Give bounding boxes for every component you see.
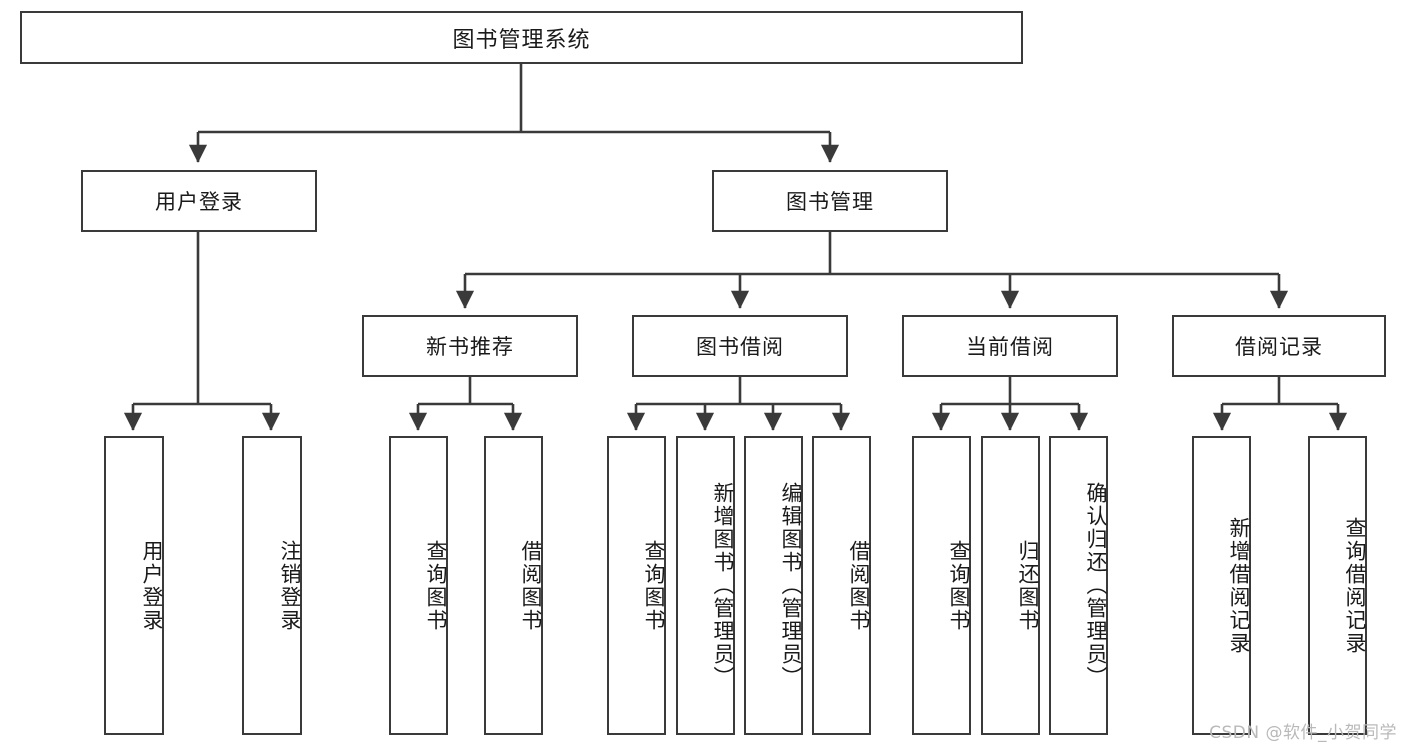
node-user-login[interactable]: 用户登录 (81, 170, 317, 232)
node-label: 新增图书（管理员） (711, 482, 735, 689)
node-current-borrow[interactable]: 当前借阅 (902, 315, 1118, 377)
node-label: 借阅记录 (1235, 335, 1323, 359)
watermark-text: CSDN @软件_小贺同学 (1209, 723, 1397, 743)
leaf-new-book-borrow[interactable]: 借阅图书 (484, 436, 543, 735)
leaf-book-borrow-add[interactable]: 新增图书（管理员） (676, 436, 735, 735)
node-label: 查询借阅记录 (1343, 516, 1367, 655)
node-new-book-recommend[interactable]: 新书推荐 (362, 315, 578, 377)
leaf-user-login-logout[interactable]: 注销登录 (242, 436, 302, 735)
node-label: 图书管理 (786, 190, 874, 214)
node-label: 用户登录 (140, 539, 164, 632)
node-label: 当前借阅 (966, 335, 1054, 359)
node-label: 借阅图书 (847, 539, 871, 632)
node-label: 归还图书 (1016, 539, 1040, 632)
leaf-borrow-record-add[interactable]: 新增借阅记录 (1192, 436, 1251, 735)
leaf-current-borrow-return[interactable]: 归还图书 (981, 436, 1040, 735)
node-book-management[interactable]: 图书管理 (712, 170, 948, 232)
node-label: 注销登录 (278, 539, 302, 632)
leaf-book-borrow-edit[interactable]: 编辑图书（管理员） (744, 436, 803, 735)
node-label: 图书借阅 (696, 335, 784, 359)
node-label: 查询图书 (947, 539, 971, 632)
leaf-borrow-record-query[interactable]: 查询借阅记录 (1308, 436, 1367, 735)
leaf-current-borrow-confirm-return[interactable]: 确认归还（管理员） (1049, 436, 1108, 735)
leaf-current-borrow-query[interactable]: 查询图书 (912, 436, 971, 735)
node-label: 图书管理系统 (452, 27, 591, 53)
leaf-new-book-query[interactable]: 查询图书 (389, 436, 448, 735)
leaf-book-borrow-borrow[interactable]: 借阅图书 (812, 436, 871, 735)
node-borrow-record[interactable]: 借阅记录 (1172, 315, 1386, 377)
node-label: 编辑图书（管理员） (779, 482, 803, 689)
node-root-system[interactable]: 图书管理系统 (20, 11, 1023, 64)
node-label: 用户登录 (155, 190, 243, 214)
node-label: 借阅图书 (519, 539, 543, 632)
node-label: 新书推荐 (426, 335, 514, 359)
leaf-user-login-login[interactable]: 用户登录 (104, 436, 164, 735)
node-label: 新增借阅记录 (1227, 516, 1251, 655)
node-label: 确认归还（管理员） (1084, 482, 1108, 689)
leaf-book-borrow-query[interactable]: 查询图书 (607, 436, 666, 735)
node-label: 查询图书 (642, 539, 666, 632)
node-book-borrow[interactable]: 图书借阅 (632, 315, 848, 377)
node-label: 查询图书 (424, 539, 448, 632)
